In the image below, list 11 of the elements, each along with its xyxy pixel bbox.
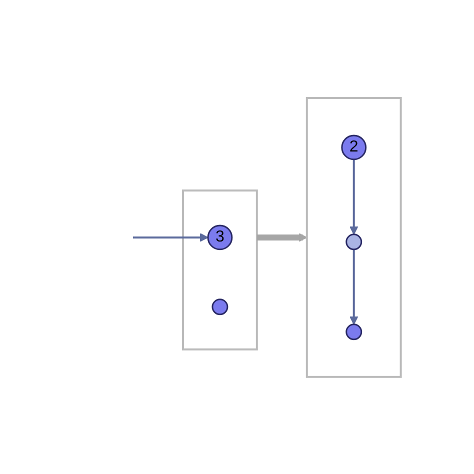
node-circle	[212, 298, 228, 315]
node-circle	[346, 233, 362, 250]
arrow	[350, 158, 358, 234]
node-circle	[346, 323, 362, 340]
node-circle: 2	[341, 134, 367, 160]
node-circle: 3	[207, 224, 233, 250]
arrow	[350, 248, 358, 324]
arrow	[133, 232, 208, 242]
cluster	[306, 96, 402, 378]
cluster	[182, 189, 258, 350]
arrow	[257, 232, 308, 242]
